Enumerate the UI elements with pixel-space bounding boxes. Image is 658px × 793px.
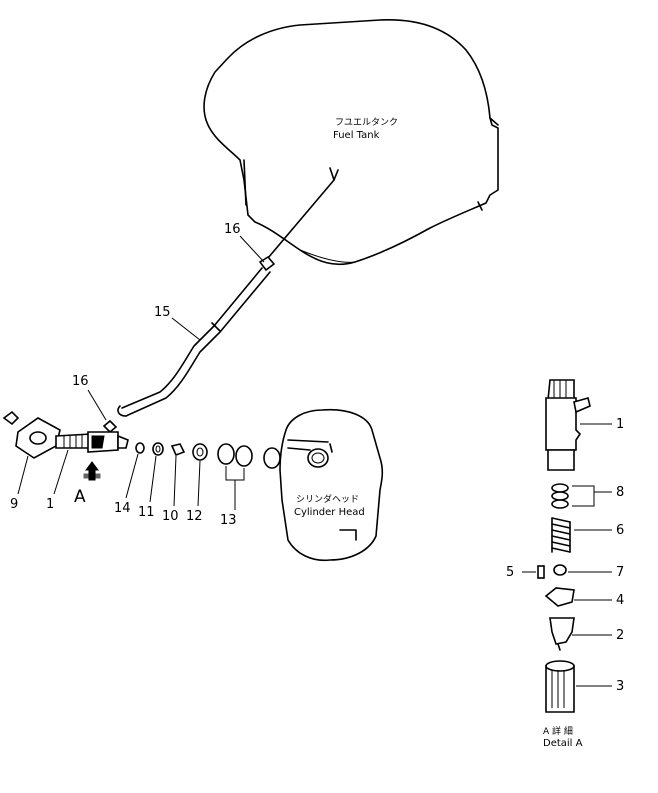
fuel-hose xyxy=(102,179,335,434)
callout-12: 12 xyxy=(186,509,203,524)
callout-9: 9 xyxy=(10,497,18,512)
detail-label-en: Detail A xyxy=(543,738,583,749)
detail-callout-2: 2 xyxy=(616,628,624,643)
callout-10: 10 xyxy=(162,509,179,524)
callout-16-left: 16 xyxy=(72,374,89,389)
detail-callout-1: 1 xyxy=(616,417,624,432)
view-a-marker: A xyxy=(74,487,86,507)
detail-label-jp: A 詳 細 xyxy=(543,725,573,737)
seal-parts xyxy=(135,442,281,469)
callout-15: 15 xyxy=(154,305,171,320)
detail-callout-7: 7 xyxy=(616,565,624,580)
cylinder-head-label-jp: シリンダヘッド xyxy=(296,493,359,505)
callout-16-top: 16 xyxy=(224,222,241,237)
callout-1: 1 xyxy=(46,497,54,512)
detail-a: 1 8 6 5 7 4 2 3 A 詳 細 Detail A xyxy=(506,379,624,749)
callout-13: 13 xyxy=(220,513,237,528)
fuel-tank-label-en: Fuel Tank xyxy=(333,130,380,141)
detail-callout-8: 8 xyxy=(616,485,624,500)
detail-callout-5: 5 xyxy=(506,565,514,580)
callout-14: 14 xyxy=(114,501,131,516)
main-callouts: 16 15 16 9 1 14 11 10 12 13 xyxy=(10,222,265,528)
injector-assembly: A xyxy=(2,410,129,507)
fuel-tank: フユエルタンク Fuel Tank xyxy=(203,19,499,266)
fuel-tank-label-jp: フユエルタンク xyxy=(335,117,398,128)
cylinder-head-label-en: Cylinder Head xyxy=(294,507,365,518)
cylinder-head: シリンダヘッド Cylinder Head xyxy=(279,408,384,562)
detail-callout-4: 4 xyxy=(616,593,624,608)
callout-11: 11 xyxy=(138,505,155,520)
detail-callout-6: 6 xyxy=(616,523,624,538)
detail-callout-3: 3 xyxy=(616,679,624,694)
